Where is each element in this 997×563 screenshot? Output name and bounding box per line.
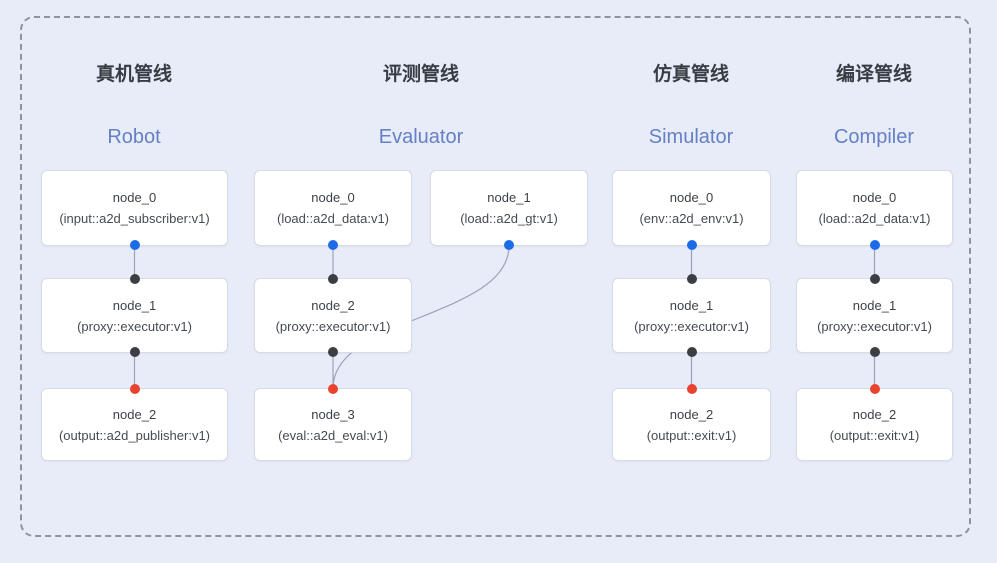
node-title: node_1 — [487, 190, 531, 205]
node-title: node_0 — [311, 190, 355, 205]
node-evaluator-3: node_3 (eval::a2d_eval:v1) — [254, 384, 412, 461]
pipeline-label-compiler: Compiler — [833, 126, 915, 148]
node-type: (eval::a2d_eval:v1) — [278, 427, 388, 443]
node-title: node_1 — [112, 297, 157, 313]
node-robot-2: node_2 (output::a2d_publisher:v1) — [41, 384, 228, 461]
output-port-icon — [869, 240, 880, 250]
input-port-icon — [869, 274, 880, 284]
node-compiler-2: node_2 (output::exit:v1) — [796, 384, 953, 461]
node-evaluator-0: node_0 (load::a2d_data:v1) — [254, 170, 412, 250]
node-title: node_3 — [311, 406, 355, 422]
pipeline-title-compiler-zh: 编译管线 — [835, 64, 913, 85]
node-type: (proxy::executor:v1) — [634, 318, 749, 334]
node-type: (input::a2d_subscriber:v1) — [59, 211, 210, 226]
node-title: node_2 — [669, 406, 714, 422]
node-evaluator-2: node_2 (proxy::executor:v1) — [254, 274, 412, 357]
input-port-icon — [129, 384, 140, 394]
node-type: (output::a2d_publisher:v1) — [58, 427, 211, 443]
pipeline-label-robot: Robot — [107, 126, 161, 148]
node-type: (env::a2d_env:v1) — [639, 211, 744, 226]
input-port-icon — [328, 384, 338, 394]
pipeline-label-evaluator: Evaluator — [378, 126, 464, 148]
node-title: node_2 — [112, 406, 157, 422]
output-port-icon — [328, 240, 338, 250]
output-port-icon — [129, 347, 140, 357]
node-evaluator-1: node_1 (load::a2d_gt:v1) — [430, 170, 588, 250]
pipeline-title-simulator-zh: 仿真管线 — [652, 64, 730, 85]
node-title: node_0 — [852, 190, 897, 205]
input-port-icon — [686, 274, 697, 284]
node-compiler-0: node_0 (load::a2d_data:v1) — [796, 170, 953, 250]
node-simulator-0: node_0 (env::a2d_env:v1) — [612, 170, 771, 250]
node-title: node_1 — [669, 297, 714, 313]
edge-eval-1-3-bezier — [332, 245, 510, 389]
node-title: node_0 — [112, 190, 157, 205]
node-robot-1: node_1 (proxy::executor:v1) — [41, 274, 228, 357]
node-title: node_1 — [852, 297, 897, 313]
node-type: (load::a2d_data:v1) — [276, 211, 390, 226]
node-type: (proxy::executor:v1) — [275, 318, 391, 334]
node-type: (proxy::executor:v1) — [817, 318, 932, 334]
node-simulator-1: node_1 (proxy::executor:v1) — [612, 274, 771, 357]
input-port-icon — [686, 384, 697, 394]
output-port-icon — [686, 240, 697, 250]
node-title: node_2 — [311, 297, 355, 313]
output-port-icon — [129, 240, 140, 250]
pipeline-label-simulator: Simulator — [648, 126, 734, 148]
output-port-icon — [686, 347, 697, 357]
node-title: node_0 — [669, 190, 714, 205]
output-port-icon — [869, 347, 880, 357]
node-type: (output::exit:v1) — [646, 427, 737, 443]
output-port-icon — [504, 240, 514, 250]
node-title: node_2 — [852, 406, 897, 422]
node-type: (load::a2d_gt:v1) — [460, 211, 558, 226]
input-port-icon — [328, 274, 338, 284]
node-type: (output::exit:v1) — [829, 427, 920, 443]
input-port-icon — [869, 384, 880, 394]
node-type: (proxy::executor:v1) — [77, 318, 192, 334]
node-robot-0: node_0 (input::a2d_subscriber:v1) — [41, 170, 228, 250]
output-port-icon — [328, 347, 338, 357]
input-port-icon — [129, 274, 140, 284]
dashed-frame — [20, 16, 971, 537]
node-simulator-2: node_2 (output::exit:v1) — [612, 384, 771, 461]
node-compiler-1: node_1 (proxy::executor:v1) — [796, 274, 953, 357]
pipeline-title-evaluator-zh: 评测管线 — [382, 64, 460, 85]
node-type: (load::a2d_data:v1) — [818, 211, 931, 226]
pipeline-title-robot-zh: 真机管线 — [95, 64, 173, 85]
